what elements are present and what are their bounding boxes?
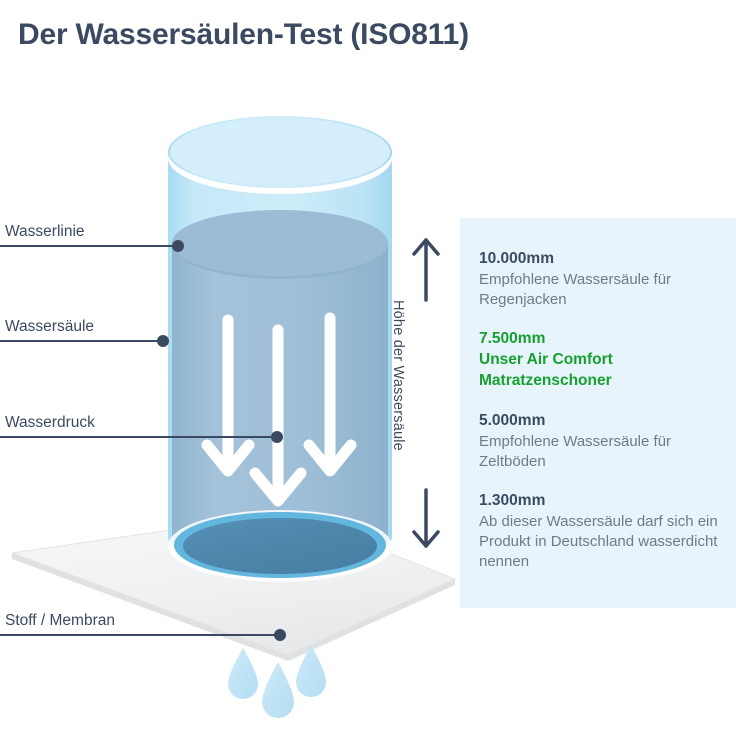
reference-item-1300mm: 1.300mm Ab dieser Wassersäule darf sich … (479, 490, 729, 572)
arrow-down-icon (412, 488, 440, 548)
callout-leader-line (0, 245, 181, 247)
callout-label: Wasserdruck (5, 414, 95, 431)
reference-value: 7.500mm (479, 330, 546, 347)
callout-leader-line (0, 340, 166, 342)
callout-label: Wasserlinie (5, 223, 85, 240)
reference-value: 5.000mm (479, 412, 546, 429)
callout-endpoint-dot (271, 431, 283, 443)
reference-item-5000mm: 5.000mm Empfohlene Wassersäule für Zeltb… (479, 410, 729, 472)
reference-item-7500mm: 7.500mm Unser Air Comfort Matratzenschon… (479, 328, 729, 392)
reference-description: Ab dieser Wassersäule darf sich ein Prod… (479, 513, 718, 571)
reference-description: Empfohlene Wassersäule für Zeltböden (479, 433, 672, 471)
reference-description: Empfohlene Wassersäule für Regenjacken (479, 271, 672, 309)
callout-endpoint-dot (172, 240, 184, 252)
page-title: Der Wassersäulen-Test (ISO811) (18, 18, 469, 51)
reference-value: 1.300mm (479, 492, 546, 509)
height-axis-arrows (412, 238, 440, 548)
callout-leader-line (0, 634, 281, 636)
reference-description: Unser Air Comfort Matratzenschoner (479, 351, 613, 390)
reference-value: 10.000mm (479, 250, 554, 267)
water-drops-icon (228, 645, 326, 718)
pressure-arrows-down-icon (201, 312, 357, 507)
callout-endpoint-dot (157, 335, 169, 347)
arrow-up-icon (412, 238, 440, 302)
callout-leader-line (0, 436, 278, 438)
reference-item-10000mm: 10.000mm Empfohlene Wassersäule für Rege… (479, 248, 729, 310)
callout-endpoint-dot (274, 629, 286, 641)
water-column-reference-panel: 10.000mm Empfohlene Wassersäule für Rege… (460, 218, 736, 608)
callout-label: Stoff / Membran (5, 612, 115, 629)
height-axis-label: Höhe der Wassersäule (390, 300, 406, 451)
callout-label: Wassersäule (5, 318, 95, 335)
